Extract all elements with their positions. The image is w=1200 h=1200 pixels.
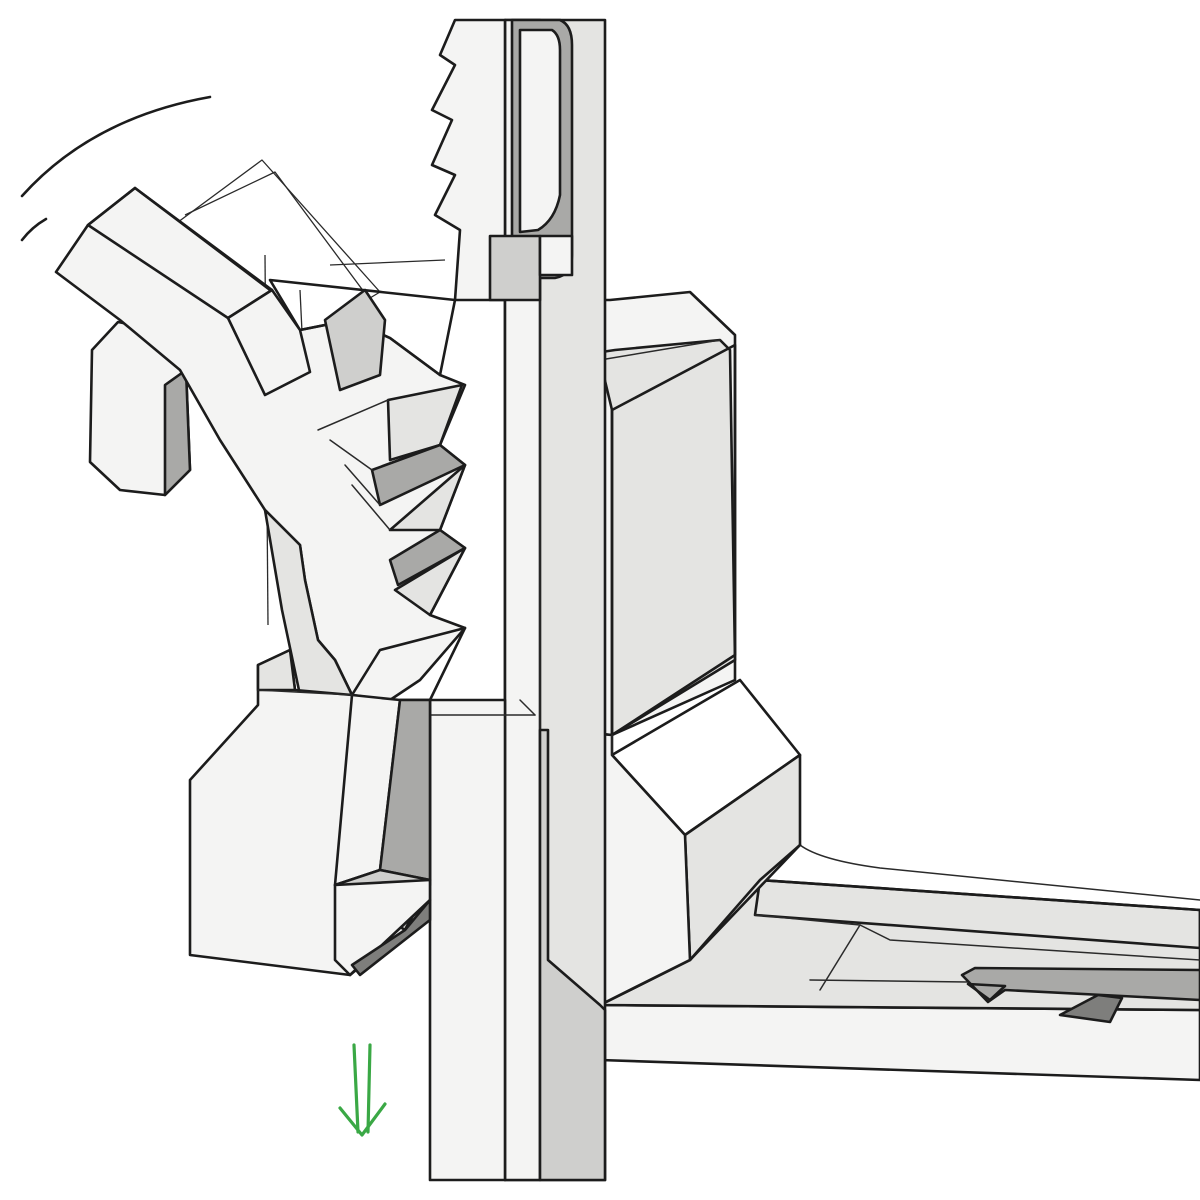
rail-slot bbox=[960, 966, 1200, 1004]
base-block bbox=[188, 626, 467, 977]
rack-slot bbox=[488, 18, 574, 302]
pawl-lever bbox=[54, 186, 467, 702]
rotation-arc bbox=[20, 95, 212, 242]
rail-notch bbox=[1058, 993, 1124, 1024]
down-arrow bbox=[338, 1043, 387, 1137]
vertical-rack bbox=[428, 18, 607, 1182]
horizontal-rail bbox=[598, 844, 1200, 1082]
